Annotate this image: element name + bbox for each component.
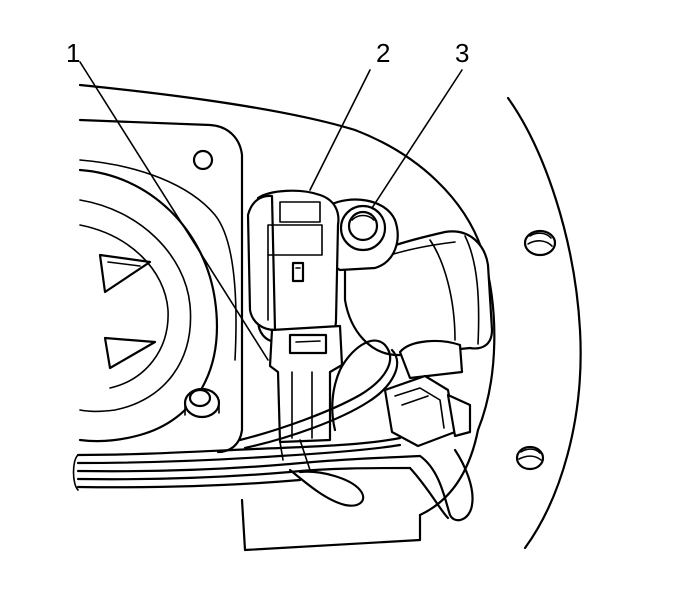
- callout-labels: 1 2 3: [66, 38, 469, 68]
- leader-line-3: [371, 69, 463, 209]
- triangle-mark-lower: [103, 336, 157, 370]
- bracket-bolt: [326, 198, 399, 272]
- right-fastener-lower: [515, 445, 545, 471]
- harness-clip: [383, 374, 472, 448]
- electrical-connector: [268, 324, 344, 444]
- callout-1: 1: [66, 38, 80, 68]
- sensor-latch-window: [291, 261, 305, 283]
- callout-2: 2: [376, 38, 390, 68]
- leader-line-2: [309, 69, 371, 191]
- callout-3: 3: [455, 38, 469, 68]
- leader-lines: [79, 61, 463, 361]
- circular-recess: [78, 168, 218, 443]
- wire-harness: [72, 339, 474, 522]
- leader-line-1: [79, 61, 269, 361]
- triangle-mark-upper: [98, 253, 152, 294]
- right-fastener-upper: [523, 229, 557, 257]
- housing-outline: [78, 83, 582, 552]
- sensor-body: [246, 189, 340, 344]
- plate-hole: [192, 149, 214, 171]
- stud-bolt-left: [183, 387, 221, 419]
